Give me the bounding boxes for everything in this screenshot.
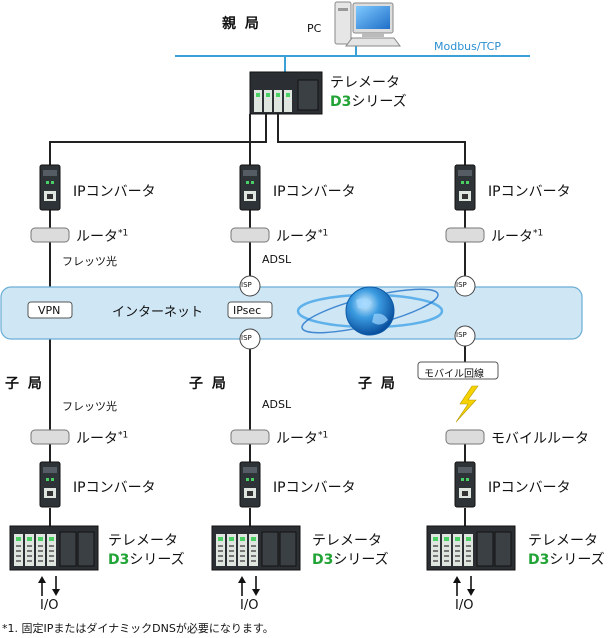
router-icon bbox=[230, 429, 270, 445]
child-series-label: D3シリーズ bbox=[312, 552, 389, 568]
router-label: ルータ*1 bbox=[276, 228, 329, 245]
isp-circle bbox=[239, 328, 261, 350]
router-label: ルータ*1 bbox=[76, 228, 129, 245]
ip-converter-label: IPコンバータ bbox=[73, 184, 156, 200]
ip-converter-icon bbox=[239, 461, 261, 508]
flets-label: フレッツ光 bbox=[62, 400, 117, 413]
router-icon bbox=[30, 227, 70, 243]
modbus-tcp-label: Modbus/TCP bbox=[434, 40, 501, 53]
child-series-label: D3シリーズ bbox=[108, 552, 185, 568]
ip-converter-label: IPコンバータ bbox=[273, 184, 356, 200]
child-station-label: 子 局 bbox=[189, 376, 228, 392]
io-label: I/O bbox=[455, 598, 474, 613]
host-station-label: 親 局 bbox=[222, 16, 261, 32]
adsl-label: ADSL bbox=[262, 253, 292, 266]
child-telemeter-icon bbox=[211, 525, 301, 571]
vpn-box bbox=[27, 301, 73, 319]
isp-label: ISP bbox=[241, 334, 252, 342]
child-telemeter-icon bbox=[9, 525, 99, 571]
series-accent: D3 bbox=[330, 94, 352, 110]
master-telemeter-icon bbox=[249, 71, 323, 115]
isp-label: ISP bbox=[241, 281, 252, 289]
ip-converter-icon bbox=[239, 164, 261, 211]
footnote: *1. 固定IPまたはダイナミックDNSが必要になります。 bbox=[2, 622, 274, 635]
isp-label: ISP bbox=[456, 331, 467, 339]
adsl-label: ADSL bbox=[262, 398, 292, 411]
ip-converter-icon bbox=[454, 461, 476, 508]
router-icon bbox=[30, 429, 70, 445]
ip-converter-icon bbox=[454, 164, 476, 211]
child-series-label: D3シリーズ bbox=[528, 552, 605, 568]
mobile-router-label: モバイルルータ bbox=[491, 431, 589, 447]
io-label: I/O bbox=[40, 598, 59, 613]
mobile-line-label: モバイル回線 bbox=[424, 369, 484, 380]
router-icon bbox=[445, 227, 485, 243]
ip-converter-label: IPコンバータ bbox=[488, 184, 571, 200]
master-telemeter-label: テレメータ bbox=[330, 75, 400, 91]
pc-label: PC bbox=[307, 22, 322, 35]
isp-label: ISP bbox=[456, 281, 467, 289]
vpn-label: VPN bbox=[38, 304, 61, 317]
child-station-label: 子 局 bbox=[5, 376, 44, 392]
router-label: ルータ*1 bbox=[76, 430, 129, 447]
io-arrows-icon bbox=[238, 576, 260, 596]
trunk-lines bbox=[49, 114, 466, 165]
isp-circle bbox=[454, 275, 476, 297]
io-arrows-icon bbox=[38, 576, 60, 596]
lightning-icon bbox=[455, 385, 479, 423]
master-series-label: D3シリーズ bbox=[330, 91, 407, 111]
ip-converter-icon bbox=[39, 461, 61, 508]
child-station-label: 子 局 bbox=[358, 376, 397, 392]
io-arrows-icon bbox=[453, 576, 475, 596]
isp-circle bbox=[239, 275, 261, 297]
child-telemeter-icon bbox=[426, 525, 516, 571]
pc-icon bbox=[334, 1, 401, 47]
router-icon bbox=[230, 227, 270, 243]
ip-converter-label: IPコンバータ bbox=[273, 480, 356, 496]
internet-label: インターネット bbox=[112, 305, 204, 320]
series-rest: シリーズ bbox=[351, 94, 407, 110]
child-telemeter-label: テレメータ bbox=[528, 533, 598, 549]
ip-converter-label: IPコンバータ bbox=[73, 480, 156, 496]
io-label: I/O bbox=[240, 598, 259, 613]
router-label: ルータ*1 bbox=[276, 430, 329, 447]
ipsec-box bbox=[227, 301, 273, 319]
isp-circle bbox=[454, 325, 476, 347]
mobile-line-box bbox=[417, 361, 499, 380]
ip-converter-label: IPコンバータ bbox=[488, 480, 571, 496]
child-telemeter-label: テレメータ bbox=[312, 533, 382, 549]
flets-label: フレッツ光 bbox=[62, 255, 117, 268]
mobile-router-icon bbox=[445, 429, 485, 445]
ip-converter-icon bbox=[39, 164, 61, 211]
globe-icon bbox=[296, 286, 444, 336]
internet-band bbox=[0, 286, 583, 340]
ipsec-label: IPsec bbox=[233, 304, 262, 317]
router-label: ルータ*1 bbox=[491, 228, 544, 245]
child-telemeter-label: テレメータ bbox=[108, 533, 178, 549]
